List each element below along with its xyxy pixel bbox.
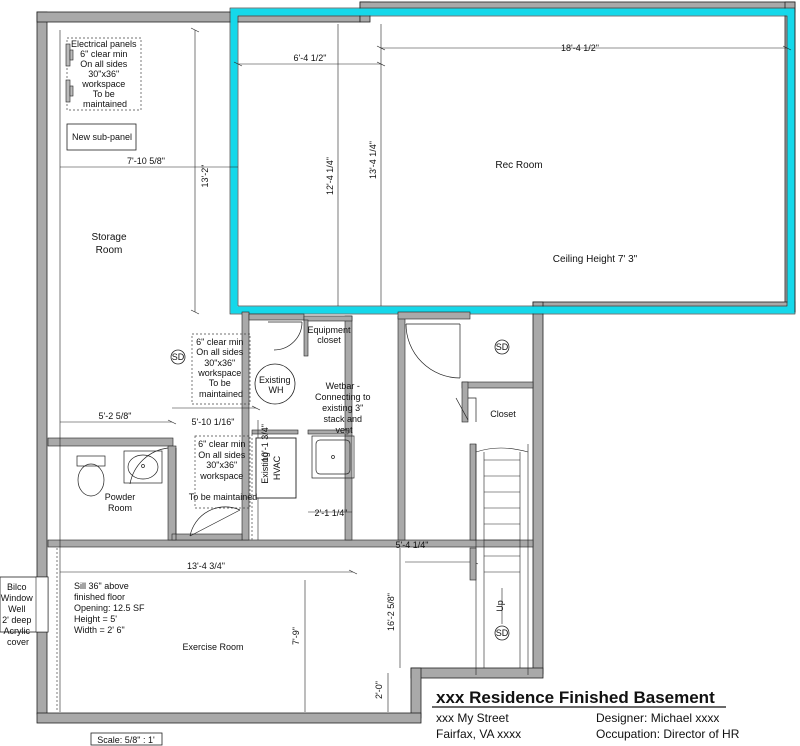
dimension-label: 6'-4 1/2" — [294, 53, 327, 63]
toilet-icon — [76, 455, 106, 497]
dimension-label: 18'-4 1/2" — [561, 43, 599, 53]
electrical-note: Electrical panels 6" clear min On all si… — [71, 39, 139, 109]
street-address: xxx My Street — [436, 711, 509, 725]
subpanel-label: New sub-panel — [72, 132, 132, 142]
bilco-window — [35, 576, 49, 633]
powder-sink-icon — [123, 450, 163, 484]
dashed-lines — [56, 37, 475, 712]
dimension-label: 7'-9" — [291, 627, 301, 645]
smoke-detector-label: SD — [496, 628, 509, 638]
dimension-label: 13'-4 3/4" — [187, 561, 225, 571]
hvac-unit — [255, 437, 297, 499]
powder-room-label-2: Room — [108, 503, 132, 513]
rec-room-label: Rec Room — [495, 160, 542, 171]
drawing-title: xxx Residence Finished Basement — [436, 688, 715, 707]
powder-room-label: Powder — [105, 492, 136, 502]
hvac-clearance-note: 6" clear min On all sides 30"x36" worksp… — [189, 439, 258, 502]
storage-room-label-2: Room — [96, 245, 123, 256]
stair-landing — [469, 547, 477, 581]
smoke-detector-label: SD — [496, 342, 509, 352]
water-heater-icon — [254, 363, 296, 405]
smoke-detector-label: SD — [172, 352, 185, 362]
designer-info: Designer: Michael xxxx — [596, 711, 719, 725]
rec-room-highlight — [229, 7, 796, 315]
occupation-info: Occupation: Director of HR — [596, 727, 740, 741]
equipment-closet-label-2: closet — [317, 335, 341, 345]
dimension-label: 5'-2 5/8" — [99, 411, 132, 421]
storage-room-label: Storage — [91, 232, 126, 243]
wetbar-note: Wetbar - Connecting to existing 3" stack… — [315, 381, 373, 435]
hvac-label-2: HVAC — [272, 455, 282, 480]
exercise-room-label: Exercise Room — [182, 642, 243, 652]
closet-label: Closet — [490, 409, 516, 419]
dimension-label: 13'-2" — [200, 165, 210, 188]
scale-label: Scale: 5/8" : 1' — [97, 735, 155, 745]
dimension-label: 12'-4 1/4" — [325, 157, 335, 195]
stairs-up-label: Up — [495, 600, 505, 612]
dimension-label: 13'-4 1/4" — [368, 141, 378, 179]
dimension-label: 2'-1 1/4" — [315, 508, 348, 518]
wh-clearance-note: 6" clear min On all sides 30"x36" worksp… — [196, 337, 246, 399]
dimension-label: 10'-1 3/4" — [260, 424, 270, 462]
sill-note: Sill 36" above finished floor Opening: 1… — [74, 581, 147, 635]
dimension-label: 7'-10 5/8" — [127, 156, 165, 166]
door-swings — [129, 321, 477, 540]
sink-icon — [311, 435, 355, 479]
bilco-note: Bilco Window Well 2' deep Acrylic cover — [1, 582, 36, 647]
interior-walls — [47, 311, 534, 548]
dimension-label: 2'-0" — [374, 681, 384, 699]
hvac-label: Existing — [260, 452, 270, 484]
smoke-detector-icon — [170, 339, 510, 641]
dimension-label: 5'-10 1/16" — [192, 417, 235, 427]
new-subpanel-box — [66, 123, 137, 151]
dimension-label: 16'-2 5/8" — [386, 593, 396, 631]
water-heater-label: Existing WH — [259, 375, 293, 395]
dimension-label: 5'-4 1/4" — [396, 540, 429, 550]
dimension-lines — [59, 24, 787, 712]
city-address: Fairfax, VA xxxx — [436, 727, 521, 741]
ceiling-height-label: Ceiling Height 7' 3" — [553, 254, 638, 265]
equipment-closet-label: Equipment — [307, 325, 351, 335]
scale-box — [90, 732, 163, 746]
electrical-panels — [65, 43, 74, 103]
stairs-icon — [475, 444, 529, 675]
